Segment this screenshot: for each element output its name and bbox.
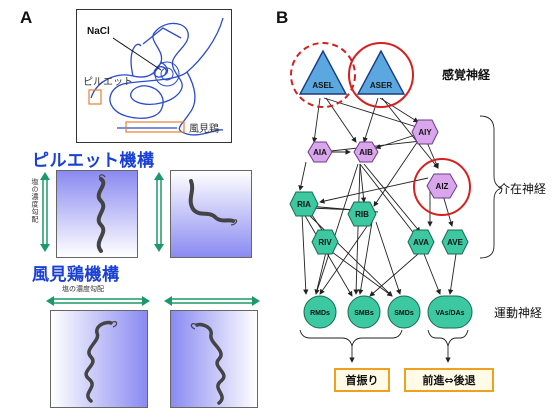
smbs-label: SMBs bbox=[354, 310, 374, 317]
worm-path-turn bbox=[188, 179, 238, 226]
aia-neuron bbox=[307, 141, 333, 163]
interneuron-class-label: 介在神経 bbox=[498, 182, 547, 196]
motor-neuron-class-label: 運動神経 bbox=[494, 306, 543, 320]
aia-label: AIA bbox=[313, 148, 327, 157]
aiy-label: AIY bbox=[418, 128, 432, 137]
worm-path-straight bbox=[96, 174, 106, 253]
ria-label: RIA bbox=[297, 200, 311, 209]
worm-path-curve-right bbox=[84, 320, 118, 403]
horizontal-gradient-arrow-right bbox=[164, 296, 260, 306]
rmds-neuron bbox=[303, 295, 337, 329]
riv-neuron bbox=[311, 229, 339, 255]
ave-neuron bbox=[441, 229, 469, 255]
panel-b-letter: B bbox=[276, 8, 289, 27]
vertical-gradient-label: 塩の濃度勾配 bbox=[31, 178, 39, 223]
horizontal-gradient-arrow-left bbox=[46, 296, 150, 306]
smbs-neuron bbox=[347, 295, 381, 329]
aiz-neuron bbox=[426, 173, 458, 199]
aiy-neuron bbox=[411, 119, 439, 145]
aib-label: AIB bbox=[359, 148, 373, 157]
pirouette-panel-2 bbox=[170, 170, 252, 258]
forward-backward-output-box: 前進⇔後退 bbox=[404, 368, 494, 392]
neural-circuit: ASEL ASER AIA AIB AIY AIZ RIA RIB RIV AV… bbox=[289, 42, 503, 363]
aiz-label: AIZ bbox=[436, 182, 449, 191]
worm-path-curve-left bbox=[190, 322, 226, 405]
pirouette-map-label: ピルエット bbox=[83, 77, 133, 88]
vertical-gradient-arrow-right bbox=[154, 172, 164, 252]
pirouette-mechanism-title: ピルエット機構 bbox=[32, 151, 155, 171]
trajectory-map: NaCl ピルエット 風見鶏 bbox=[76, 9, 232, 143]
panel-a-letter: A bbox=[20, 8, 33, 27]
aiz-highlight-ring bbox=[413, 158, 471, 216]
ria-neuron bbox=[289, 191, 319, 217]
aser-highlight-ring bbox=[348, 42, 414, 108]
rmds-label: RMDs bbox=[310, 310, 330, 317]
weathervane-panel-1 bbox=[50, 310, 148, 408]
riv-label: RIV bbox=[318, 238, 332, 247]
vas-das-label: VAs/DAs bbox=[435, 310, 464, 317]
synapse-connections bbox=[298, 97, 503, 363]
aser-label: ASER bbox=[370, 81, 392, 90]
smds-label: SMDs bbox=[394, 310, 414, 317]
rib-neuron bbox=[347, 201, 377, 227]
aib-neuron bbox=[353, 141, 379, 163]
horizontal-gradient-label: 塩の濃度勾配 bbox=[62, 285, 104, 293]
worm-trajectory bbox=[88, 17, 224, 136]
sensory-neuron-class-label: 感覚神経 bbox=[442, 68, 491, 82]
nacl-label: NaCl bbox=[87, 26, 110, 37]
pirouette-panel-1 bbox=[56, 170, 138, 258]
head-swing-output-box: 首振り bbox=[334, 368, 390, 392]
weathervane-map-label: 風見鶏 bbox=[189, 124, 219, 135]
vas-das-neuron bbox=[427, 295, 473, 329]
aser-neuron bbox=[356, 49, 406, 95]
ava-neuron bbox=[407, 229, 435, 255]
ave-label: AVE bbox=[447, 238, 464, 247]
smds-neuron bbox=[387, 295, 421, 329]
ava-label: AVA bbox=[413, 238, 429, 247]
weathervane-mechanism-title: 風見鶏機構 bbox=[32, 265, 120, 285]
asel-highlight-ring bbox=[290, 42, 356, 108]
asel-label: ASEL bbox=[312, 81, 333, 90]
asel-neuron bbox=[298, 49, 348, 95]
rib-label: RIB bbox=[355, 210, 369, 219]
vertical-gradient-arrow-left bbox=[40, 172, 50, 252]
weathervane-panel-2 bbox=[170, 310, 258, 408]
